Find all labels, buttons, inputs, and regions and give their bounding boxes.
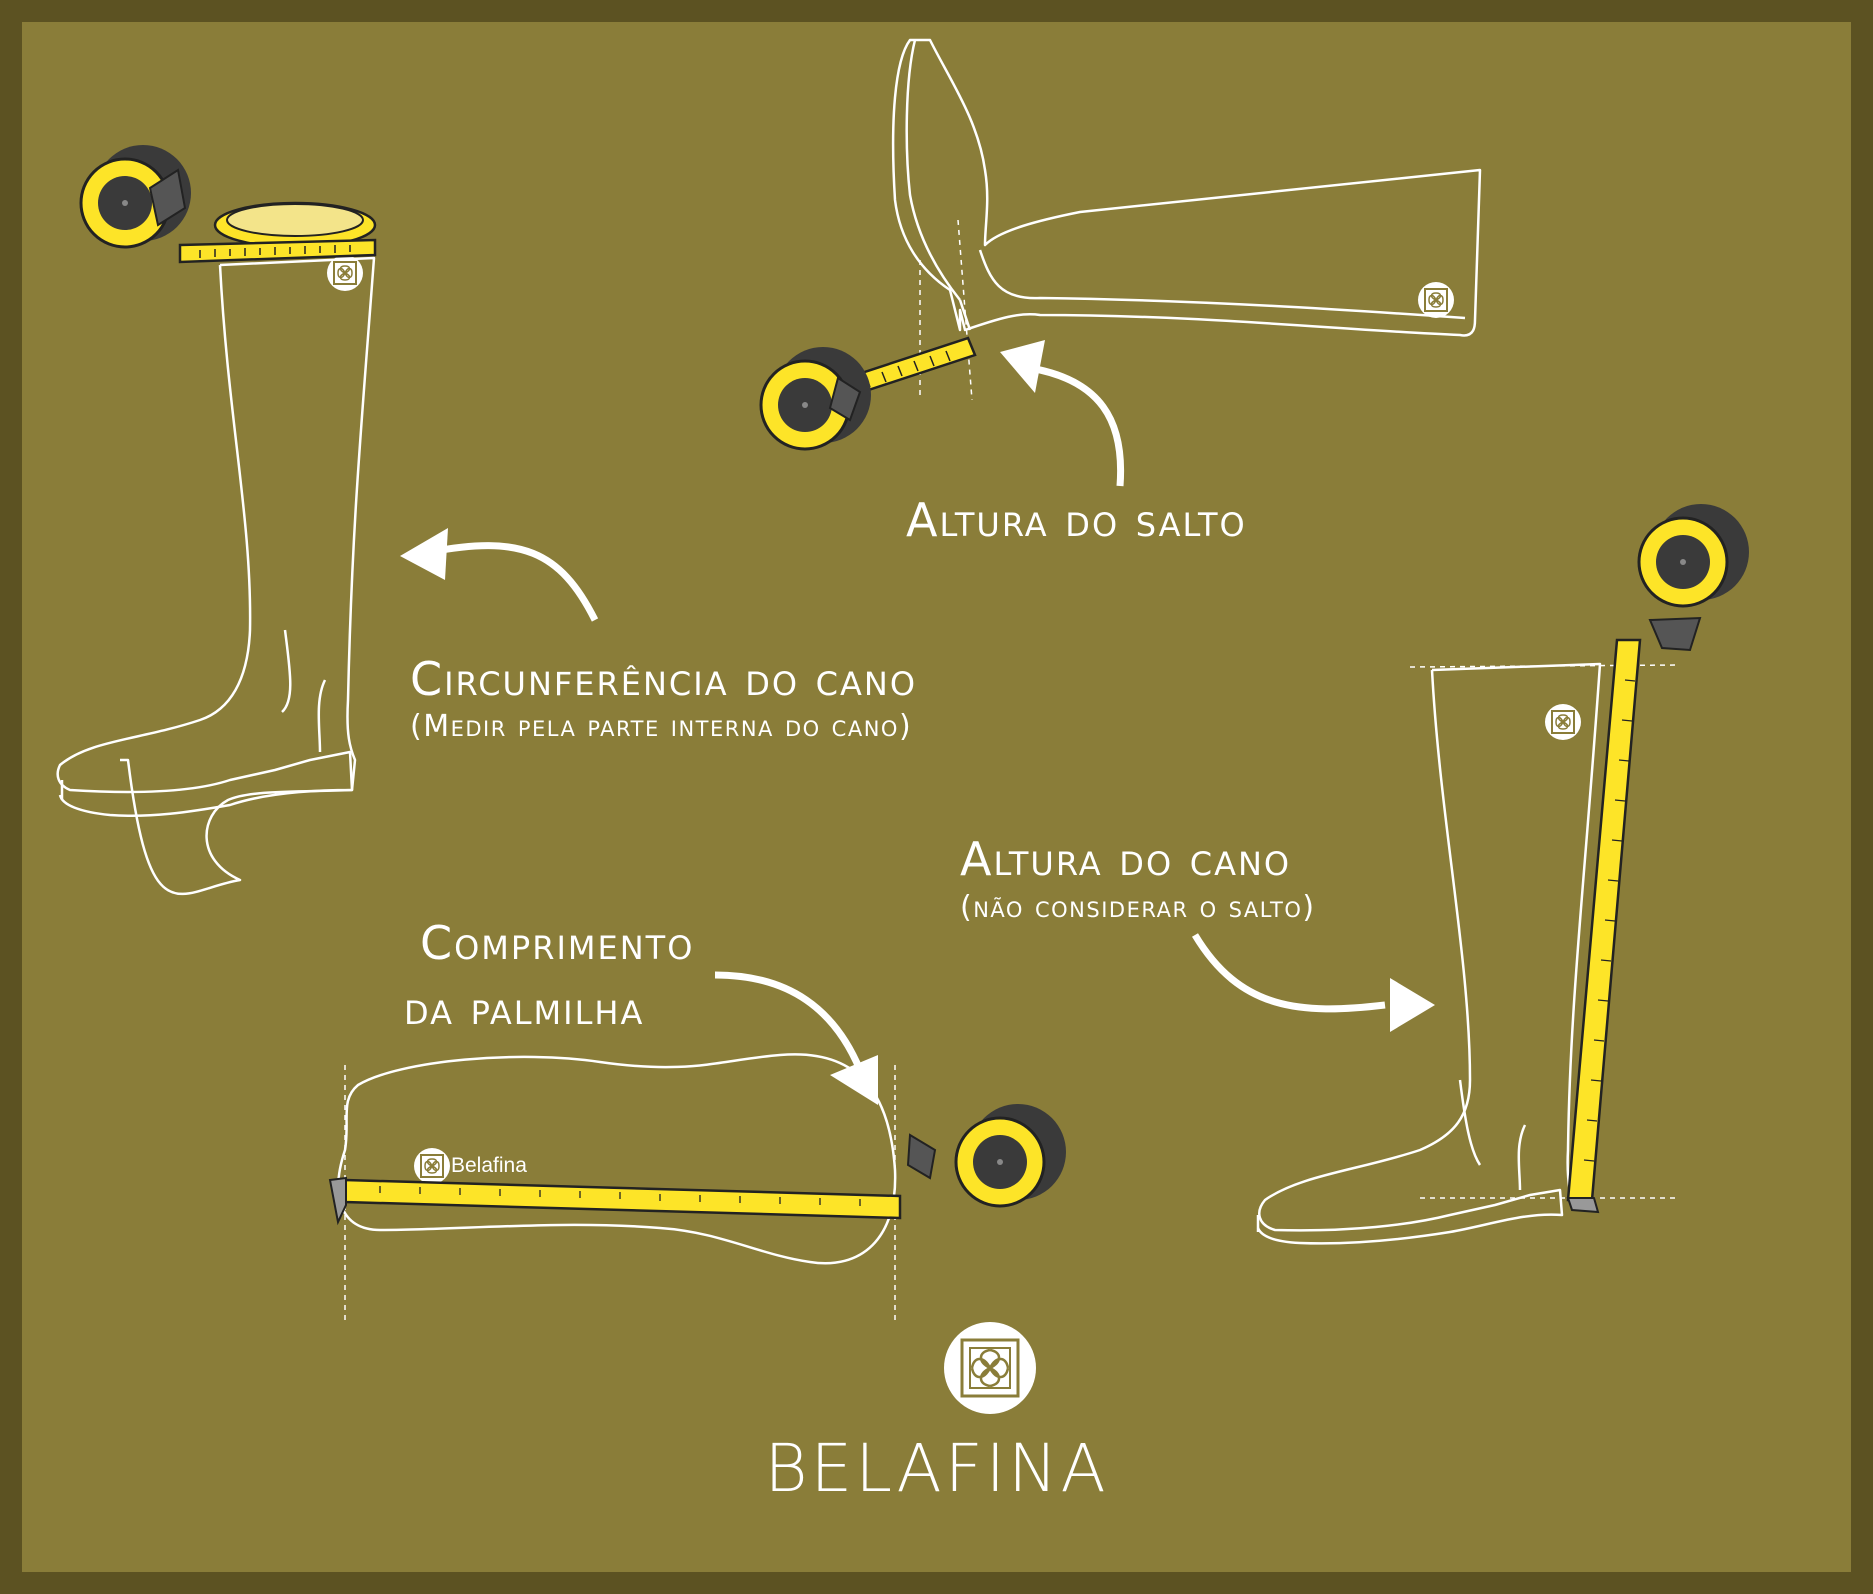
boot-right-outline [1256,662,1602,1245]
insole-length-label-line1: Comprimento [420,916,695,970]
shaft-tape-latch-icon [1648,616,1702,652]
shaft-height-arrowhead [1390,978,1435,1032]
insole-logo-icon [413,1147,451,1185]
heel-height-arrowhead [1000,340,1045,393]
insole-length-arrowhead [830,1055,878,1105]
shaft-height-label: Altura do cano [960,832,1292,886]
heel-guide-lines [919,219,973,401]
tape-latch-icon [148,168,187,227]
heel-tape-latch-icon [828,376,862,422]
boot-top-logo-icon [1417,281,1455,319]
insole-guide-lines [344,1065,896,1320]
heel-height-label: Altura do salto [906,493,1247,547]
circumference-tape [178,201,377,264]
insole-tape-latch-icon [906,1133,937,1180]
insole-length-arrow [714,971,864,1072]
circumference-arrowhead [400,528,448,580]
boot-left-outline [56,256,376,896]
shaft-tape-hook [1566,1197,1600,1214]
heel-height-arrow [1029,364,1125,487]
shaft-height-arrow [1191,933,1386,1013]
shaft-circumference-note: (Medir pela parte interna do cano) [410,709,913,744]
shaft-height-note: (não considerar o salto) [960,890,1316,925]
boot-top-outline [891,38,1482,337]
insole-outline [337,1053,897,1265]
insole-brand-mark: Belafina [451,1154,527,1177]
insole-tape-ticks [379,1186,861,1206]
boot-left-logo-icon [326,254,364,292]
brand-logo-icon [944,1322,1036,1414]
boot-right-logo-icon [1544,703,1582,741]
insole-length-label-line2: da palmilha [404,981,645,1035]
insole-tape-hook [328,1176,347,1226]
shaft-tape-ticks [1583,679,1636,1162]
circumference-arrow [429,542,599,622]
shaft-guide-lines [1409,664,1681,1199]
brand-name: BELAFINA [764,1430,1109,1507]
shaft-circumference-label: Circunferência do cano [410,652,918,706]
